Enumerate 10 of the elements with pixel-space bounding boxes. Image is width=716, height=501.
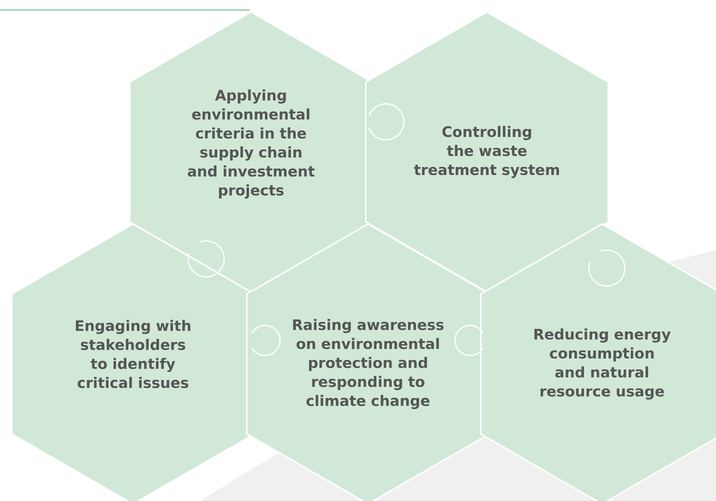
node-label: Reducing energy consumption and natural resource usage <box>534 328 671 400</box>
node-label: Engaging with stakeholders to identify critical issues <box>76 320 190 388</box>
node-label: Controlling the waste treatment system <box>414 126 559 178</box>
hexagon-piece: Raising awareness on environmental protection and responding to climate change <box>246 223 490 501</box>
hexagon-piece: Reducing energy consumption and natural resource usage <box>480 223 716 501</box>
node-label: Applying environmental criteria in the supply chain and investment projects <box>188 89 314 199</box>
hexagon-piece: Controlling the waste treatment system <box>365 11 609 293</box>
node-label: Raising awareness on environmental protection and responding to climate change <box>293 318 444 410</box>
hexagon-piece: Engaging with stakeholders to identify critical issues <box>11 223 255 501</box>
hexagon-piece: Applying environmental criteria in the supply chain and investment projects <box>129 11 373 293</box>
